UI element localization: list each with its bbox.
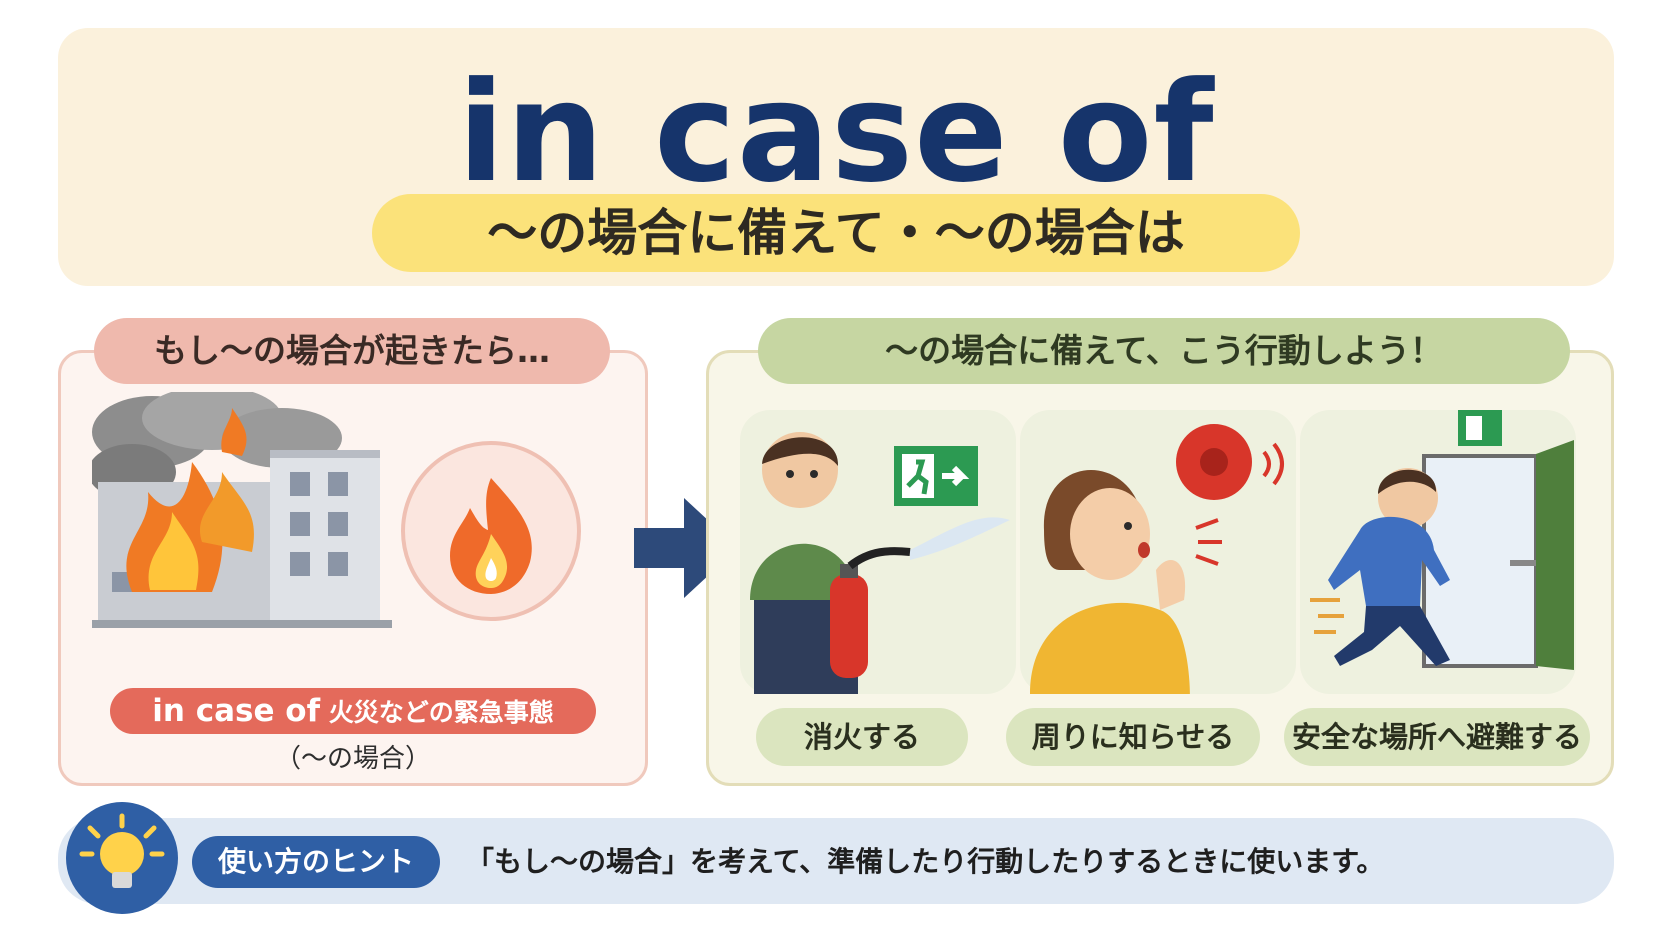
light-bulb-icon [66,802,178,914]
meaning-badge: 〜の場合に備えて・〜の場合は [372,194,1300,272]
fire-icon [401,441,581,621]
example-japanese: 火災などの緊急事態 [320,698,554,727]
fire-extinguisher-icon [740,410,1016,694]
actions-tab-label: 〜の場合に備えて、こう行動しよう！ [758,318,1570,384]
example-phrase-badge: in case of 火災などの緊急事態 [110,688,596,734]
action-evacuate: 安全な場所へ避難する [1284,708,1590,766]
action-extinguish: 消火する [756,708,968,766]
example-note: （〜の場合） [274,744,431,774]
hint-label-badge: 使い方のヒント [192,836,440,888]
page-title: in case of [457,52,1215,213]
situation-tab-label: もし〜の場合が起きたら… [94,318,610,384]
burning-building-icon [92,392,392,628]
header-banner: in case of 〜の場合に備えて・〜の場合は [58,28,1614,286]
action-alert-others: 周りに知らせる [1006,708,1260,766]
exit-door-icon [1300,410,1576,694]
hint-text: 「もし〜の場合」を考えて、準備したり行動したりするときに使います。 [466,845,1385,878]
example-english: in case of [152,693,321,729]
alarm-bell-icon [1020,410,1296,694]
right-arrow-icon [634,498,738,598]
